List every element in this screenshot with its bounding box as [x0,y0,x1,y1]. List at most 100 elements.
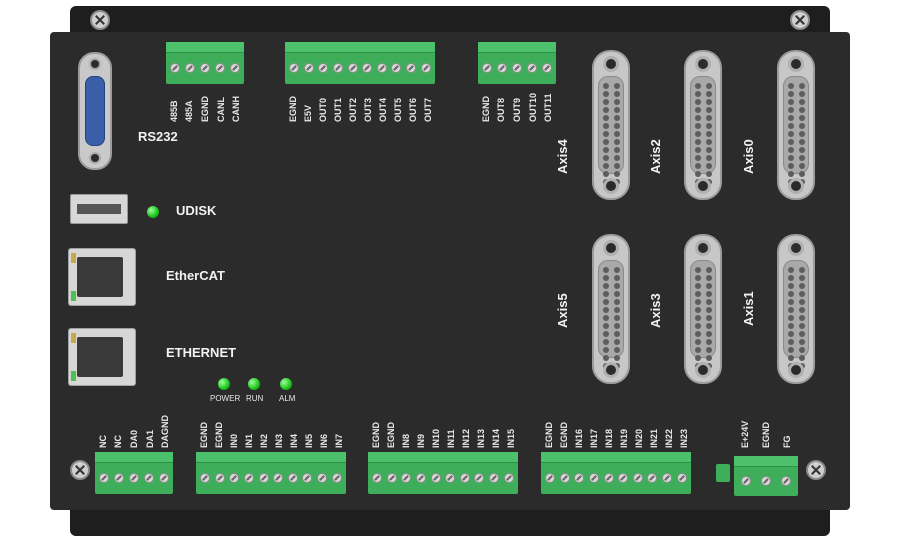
terminal-screw-icon[interactable] [497,63,508,73]
terminal-screw-icon[interactable] [391,63,402,73]
axis-connector-3[interactable] [592,234,630,384]
analog-terminal-block[interactable] [95,452,173,494]
input-pin-label: IN9 [415,433,426,448]
terminal-screw-icon[interactable] [273,473,284,483]
terminal-screw-icon[interactable] [559,473,570,483]
terminal-screw-icon[interactable] [317,473,328,483]
input-terminal-block-a[interactable] [196,452,346,494]
terminal-screw-icon[interactable] [289,63,300,73]
axis-connector-5[interactable] [777,234,815,384]
terminal-screw-icon[interactable] [347,63,358,73]
input-pin-label: EGND [543,421,554,448]
terminal-screw-icon[interactable] [489,473,500,483]
terminal-screw-icon[interactable] [589,473,600,483]
axis-connector-2[interactable] [777,50,815,200]
rs232-label: RS232 [138,129,178,144]
can-terminal-block[interactable] [166,42,244,84]
terminal-screw-icon[interactable] [386,473,397,483]
ethercat-port[interactable] [68,248,136,306]
input-terminal-block-b[interactable] [368,452,518,494]
terminal-screw-icon[interactable] [406,63,417,73]
terminal-screw-icon[interactable] [229,63,240,73]
terminal-screw-icon[interactable] [618,473,629,483]
terminal-screw-icon[interactable] [333,63,344,73]
usb-port[interactable] [70,194,128,224]
axis-connector-0[interactable] [592,50,630,200]
terminal-screw-icon[interactable] [244,473,255,483]
terminal-screw-icon[interactable] [128,473,139,483]
terminal-screw-icon[interactable] [603,473,614,483]
axis-label: Axis5 [555,293,570,328]
terminal-screw-icon[interactable] [741,476,751,486]
terminal-screw-icon[interactable] [302,473,313,483]
terminal-screw-icon[interactable] [362,63,373,73]
alm-led-icon [280,378,292,390]
input-pin-label: IN15 [505,428,516,448]
output-terminal-block-b[interactable] [478,42,556,84]
mounting-screw-icon [90,10,110,30]
output-pin-label: EGND [287,95,298,122]
input-pin-label: EGND [558,421,569,448]
axis-connector-4[interactable] [684,234,722,384]
power-led-label: POWER [210,394,241,403]
terminal-screw-icon[interactable] [258,473,269,483]
terminal-screw-icon[interactable] [170,63,181,73]
terminal-screw-icon[interactable] [662,473,673,483]
terminal-screw-icon[interactable] [200,473,211,483]
input-pin-label: EGND [370,421,381,448]
terminal-screw-icon[interactable] [676,473,687,483]
input-pin-label: IN18 [603,428,614,448]
terminal-screw-icon[interactable] [482,63,493,73]
terminal-screw-icon[interactable] [318,63,329,73]
can-pin-label: 485B [168,100,179,122]
terminal-screw-icon[interactable] [420,63,431,73]
terminal-screw-icon[interactable] [526,63,537,73]
terminal-screw-icon[interactable] [229,473,240,483]
terminal-screw-icon[interactable] [214,473,225,483]
terminal-screw-icon[interactable] [511,63,522,73]
terminal-screw-icon[interactable] [445,473,456,483]
terminal-screw-icon[interactable] [185,63,196,73]
terminal-screw-icon[interactable] [401,473,412,483]
terminal-screw-icon[interactable] [372,473,383,483]
output-terminal-block-a[interactable] [285,42,435,84]
axis-connector-1[interactable] [684,50,722,200]
terminal-screw-icon[interactable] [199,63,210,73]
terminal-screw-icon[interactable] [647,473,658,483]
ethernet-port[interactable] [68,328,136,386]
terminal-screw-icon[interactable] [416,473,427,483]
terminal-screw-icon[interactable] [459,473,470,483]
terminal-screw-icon[interactable] [331,473,342,483]
terminal-screw-icon[interactable] [114,473,125,483]
terminal-screw-icon[interactable] [214,63,225,73]
input-pin-label: IN1 [243,433,254,448]
axis-label: Axis3 [648,293,663,328]
terminal-screw-icon[interactable] [143,473,154,483]
rs232-port[interactable] [78,52,112,170]
input-pin-label: EGND [198,421,209,448]
terminal-screw-icon[interactable] [503,473,514,483]
terminal-screw-icon[interactable] [287,473,298,483]
terminal-screw-icon[interactable] [781,476,791,486]
input-pin-label: IN4 [288,433,299,448]
input-terminal-block-c[interactable] [541,452,691,494]
run-led-icon [248,378,260,390]
output-pin-label: OUT5 [392,97,403,122]
terminal-screw-icon[interactable] [158,473,169,483]
terminal-screw-icon[interactable] [541,63,552,73]
terminal-screw-icon[interactable] [376,63,387,73]
terminal-screw-icon[interactable] [761,476,771,486]
terminal-screw-icon[interactable] [632,473,643,483]
output-pin-label: OUT8 [496,97,507,122]
input-pin-label: IN17 [588,428,599,448]
terminal-screw-icon[interactable] [430,473,441,483]
axis-label: Axis1 [741,291,756,326]
terminal-screw-icon[interactable] [303,63,314,73]
input-pin-label: IN6 [318,433,329,448]
terminal-screw-icon[interactable] [574,473,585,483]
output-pin-label: OUT1 [332,97,343,122]
terminal-screw-icon[interactable] [99,473,110,483]
power-terminal-block[interactable] [734,456,798,496]
terminal-screw-icon[interactable] [545,473,556,483]
terminal-screw-icon[interactable] [474,473,485,483]
